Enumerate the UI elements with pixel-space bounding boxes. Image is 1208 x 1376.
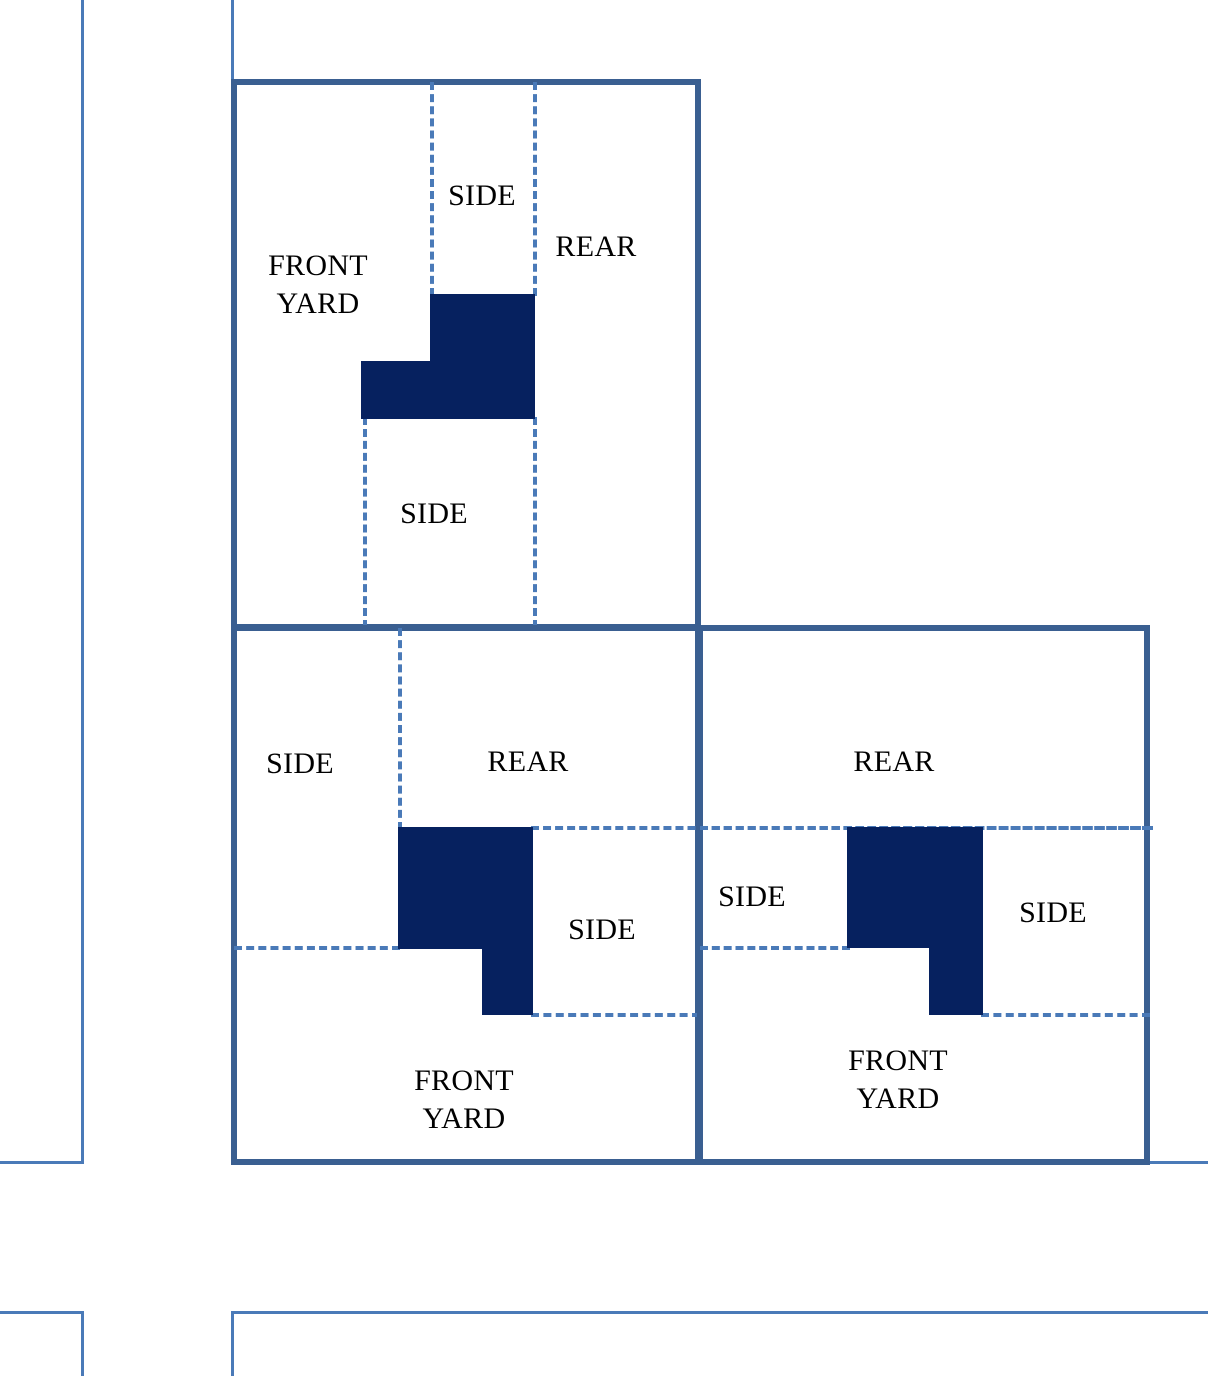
setback-line-top-lot-side-right-lower: [533, 417, 537, 628]
label-br-lot-front-yard: FRONT YARD: [848, 1044, 948, 1116]
street-line-left-vertical: [81, 0, 84, 1164]
setback-line-br-lot-front-yard-line: [981, 1013, 1150, 1017]
label-br-lot-side-right: SIDE: [1019, 896, 1087, 929]
setback-line-br-lot-side-left-lower: [700, 946, 850, 950]
setback-line-top-lot-side-left-upper: [430, 82, 434, 296]
label-bl-lot-front-yard: FRONT YARD: [414, 1064, 514, 1136]
label-br-lot-side-left: SIDE: [718, 880, 786, 913]
street-line-lower-right-vertical: [231, 1311, 234, 1376]
building-footprint-br-lot-extension: [929, 946, 983, 1015]
label-bl-lot-rear: REAR: [487, 745, 569, 778]
label-top-lot-front-yard: FRONT YARD: [268, 249, 368, 321]
label-top-lot-side-upper: SIDE: [448, 179, 516, 212]
building-footprint-bl-lot-main: [398, 827, 533, 949]
setback-line-bl-lot-front-yard-line: [531, 1013, 700, 1017]
setback-line-top-lot-rear-vertical: [533, 82, 537, 296]
street-line-left-bottom-cap: [0, 1161, 84, 1164]
building-footprint-bl-lot-extension: [482, 947, 533, 1015]
setback-line-bl-lot-side-left-lower: [234, 946, 400, 950]
setback-line-top-lot-side-left-lower: [363, 417, 367, 628]
label-br-lot-rear: REAR: [853, 745, 935, 778]
building-footprint-br-lot-main: [847, 827, 983, 948]
label-top-lot-rear: REAR: [555, 230, 637, 263]
label-top-lot-side-lower: SIDE: [400, 497, 468, 530]
label-bl-lot-side-right: SIDE: [568, 913, 636, 946]
street-line-upper-vertical: [231, 0, 234, 82]
street-line-right-horizontal: [1148, 1161, 1208, 1164]
building-footprint-top-lot-extension: [361, 361, 433, 419]
street-line-lower-left-horizontal: [0, 1311, 84, 1314]
building-footprint-top-lot-main: [430, 294, 535, 419]
street-line-lower-right-horizontal: [231, 1311, 1208, 1314]
lot-boundary-bottom-right: [697, 625, 1150, 1165]
setback-line-bl-lot-rear-vertical: [398, 628, 402, 830]
label-bl-lot-side-left: SIDE: [266, 747, 334, 780]
street-line-lower-left-vertical: [81, 1311, 84, 1376]
